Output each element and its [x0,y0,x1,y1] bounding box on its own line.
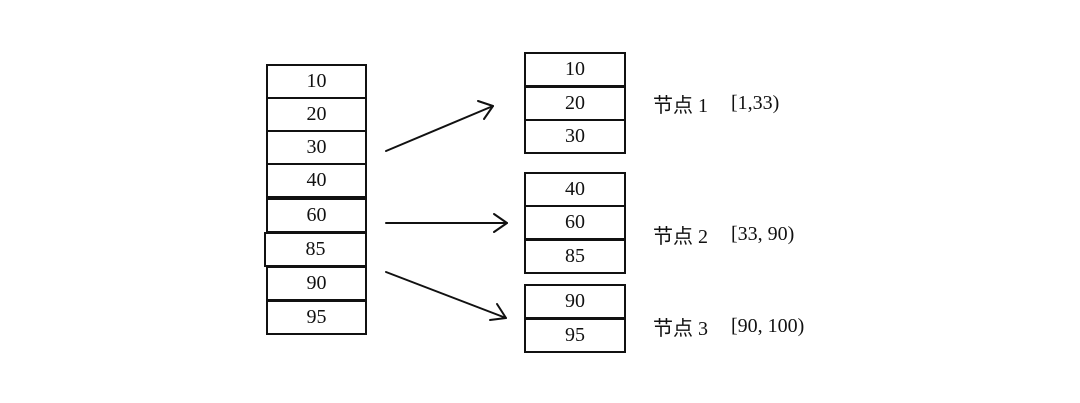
node-name: 节点 1 [653,94,708,117]
source-cell: 90 [266,266,367,301]
cell-value: 60 [565,211,585,233]
node-1-label: 节点 1 [1,33) [653,88,779,118]
node-cell: 60 [524,205,626,240]
node-cell: 90 [524,284,626,319]
cell-value: 90 [565,290,585,312]
cell-value: 60 [306,204,327,226]
source-cell: 40 [266,163,367,198]
node-range: [33, 90) [731,222,795,245]
node-name: 节点 3 [653,317,708,340]
source-cell: 60 [266,198,367,233]
cell-value: 95 [565,324,585,346]
cell-value: 95 [306,306,327,328]
source-cell: 30 [266,130,367,165]
cell-value: 20 [306,103,327,125]
node-3-label: 节点 3 [90, 100) [653,311,804,341]
node-cell: 10 [524,52,626,87]
node-2-label: 节点 2 [33, 90) [653,219,794,249]
node-cell: 40 [524,172,626,207]
node-cell: 95 [524,318,626,353]
node-cell: 20 [524,86,626,121]
arrow-to-node-3 [385,271,507,321]
source-cell: 85 [264,232,367,267]
node-name: 节点 2 [653,225,708,248]
node-range: [1,33) [731,91,780,114]
cell-value: 40 [565,178,585,200]
cell-value: 10 [306,70,327,92]
cell-value: 90 [306,272,327,294]
cell-value: 30 [306,136,327,158]
cell-value: 10 [565,58,585,80]
cell-value: 20 [565,92,585,114]
node-cell: 85 [524,239,626,274]
cell-value: 85 [305,238,326,260]
cell-value: 85 [565,245,585,267]
arrow-to-node-1 [385,100,494,152]
cell-value: 40 [306,169,327,191]
arrow-to-node-2 [385,213,508,233]
node-cell: 30 [524,119,626,154]
source-cell: 95 [266,300,367,335]
node-range: [90, 100) [731,314,805,337]
source-cell: 20 [266,97,367,132]
cell-value: 30 [565,125,585,147]
source-cell: 10 [266,64,367,99]
